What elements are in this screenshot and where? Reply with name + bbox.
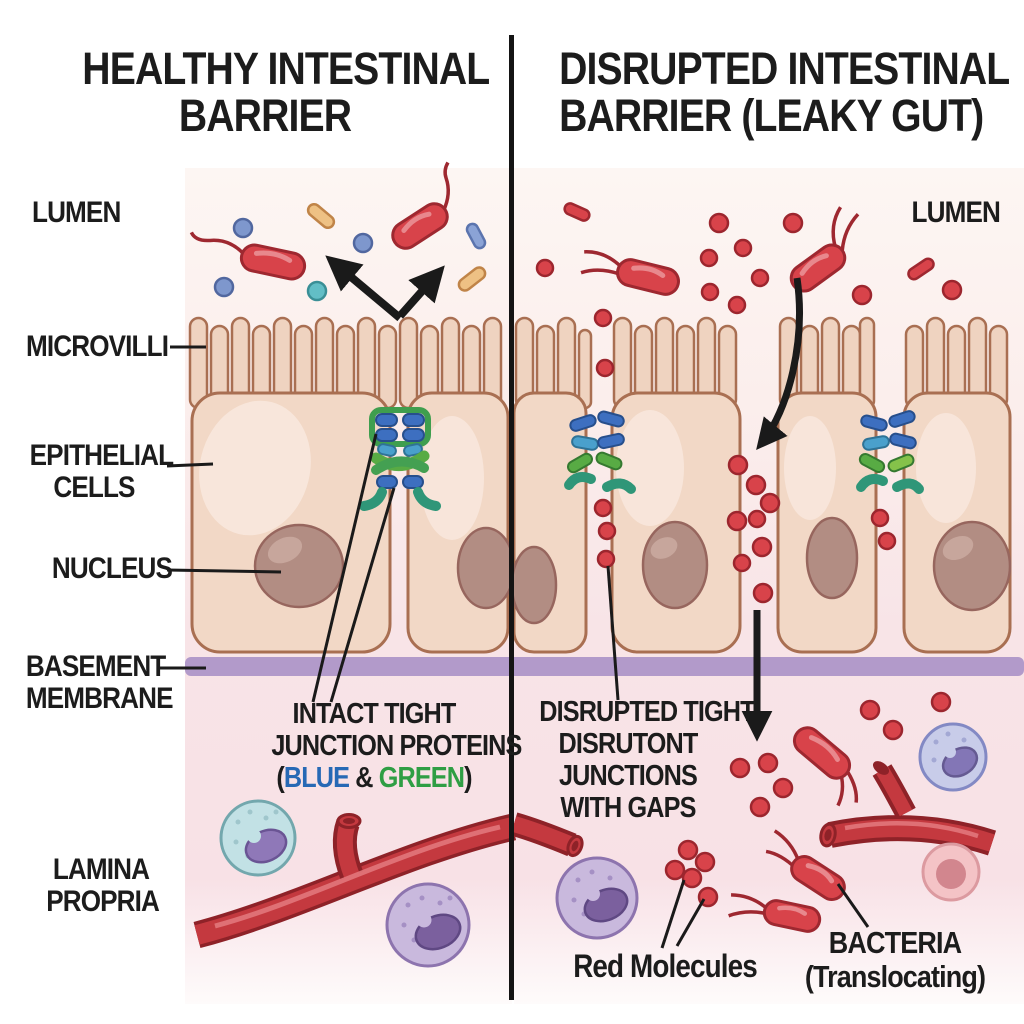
label-lumen-right: LUMEN xyxy=(911,196,1001,229)
label-epithelial-cells: EPITHELIAL CELLS xyxy=(29,439,174,505)
bacterium-icon xyxy=(728,893,822,933)
red-molecule-dots xyxy=(535,212,963,328)
left-epithelial-cells xyxy=(190,391,516,654)
nucleus-right-d xyxy=(932,520,1012,612)
nucleus-right-c xyxy=(805,516,859,600)
label-lumen-left: LUMEN xyxy=(32,196,121,229)
translocating-bacteria xyxy=(728,726,859,933)
orange-rod xyxy=(306,202,336,230)
bacterium-icon xyxy=(792,726,859,807)
blue-molecule-dot xyxy=(232,217,254,239)
blue-molecule-dot xyxy=(352,232,374,254)
green-word: GREEN xyxy=(378,761,465,794)
arrow-blocked xyxy=(325,255,445,322)
label-basement-membrane: BASEMENT MEMBRANE xyxy=(25,650,174,716)
annotation-red-molecules: Red Molecules xyxy=(573,948,757,984)
annotation-intact-junctions: INTACT TIGHT JUNCTION PROTEINS (BLUE & G… xyxy=(271,698,522,794)
annotation-bacteria-translocating: BACTERIA (Translocating) xyxy=(804,925,986,995)
bacterium-icon xyxy=(189,231,307,281)
red-rod xyxy=(907,257,935,281)
lamina-red-molecules-right xyxy=(664,691,952,908)
tight-junction-disrupted-1 xyxy=(564,410,636,494)
blood-vessel-left xyxy=(193,813,517,949)
bacterium-icon xyxy=(789,206,860,293)
divider-line xyxy=(509,35,514,1000)
bacterium-icon xyxy=(391,161,450,250)
red-rod xyxy=(563,202,591,222)
bacterium-icon xyxy=(580,250,680,296)
label-microvilli: MICROVILLI xyxy=(26,330,169,363)
blue-molecule-dot xyxy=(213,276,235,298)
bacterium-icon xyxy=(765,829,846,901)
blood-vessel-stub-right xyxy=(510,812,584,858)
arrow-penetrating xyxy=(741,277,803,742)
tight-junction-intact xyxy=(359,407,441,511)
orange-rod xyxy=(457,266,487,292)
basement-membrane-strip xyxy=(185,657,1024,676)
blue-rod xyxy=(465,222,487,250)
title-healthy-barrier: HEALTHY INTESTINAL BARRIER xyxy=(82,43,490,141)
nucleus-left-1 xyxy=(253,523,345,609)
teal-molecule-dot xyxy=(306,280,328,302)
left-microvilli-row xyxy=(188,316,503,410)
label-nucleus: NUCLEUS xyxy=(51,552,173,585)
immune-cell-purple xyxy=(385,882,471,968)
nucleus-right-b xyxy=(641,520,709,610)
nucleus-left-2 xyxy=(456,526,516,610)
immune-cell-teal xyxy=(219,799,297,877)
blue-word: BLUE xyxy=(283,761,350,794)
tight-junction-disrupted-2 xyxy=(856,410,924,494)
right-lumen-particles xyxy=(535,202,963,328)
label-connector-lines xyxy=(159,345,870,949)
red-blood-cell xyxy=(921,842,981,902)
nucleus-right-a xyxy=(510,545,558,625)
annotation-disrupted-junctions: DISRUPTED TIGHT DISRUTONT JUNCTIONS WITH… xyxy=(539,696,755,824)
immune-cell-lavender xyxy=(918,722,988,792)
title-disrupted-barrier: DISRUPTED INTESTINAL BARRIER (LEAKY GUT) xyxy=(559,43,1010,141)
label-lamina-propria: LAMINA PROPRIA xyxy=(46,853,160,919)
immune-cell-purple-right xyxy=(555,856,639,940)
blood-vessel-right xyxy=(819,761,997,856)
leaking-red-molecules xyxy=(593,358,897,604)
right-microvilli-row xyxy=(514,316,1009,410)
